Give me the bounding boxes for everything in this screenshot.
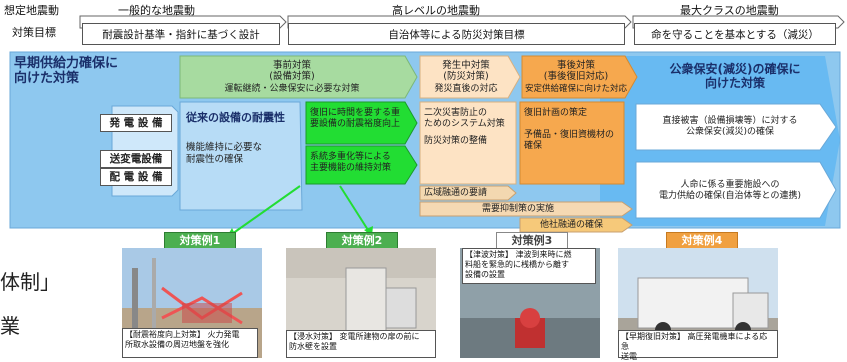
example-4-badge: 対策例4 [666,232,738,249]
example-4-caption: 【早期復旧対策】 高圧発電機車による応急 送電 [618,330,778,361]
example-1-photo [122,248,262,358]
example-2-caption: 【浸水対策】 変電所建物の扉の前に 防水壁を設置 [286,330,436,358]
header-label-goal: 対策目標 [12,26,56,39]
spare-parts-text: 予備品・復旧資機材の 確保 [524,130,615,151]
other-company-arrow [519,217,633,233]
goal-box-2-label: 自治体等による防災対策目標 [388,28,525,41]
header-max-class-motion: 最大クラスの地震動 [680,4,779,17]
goal-box-1: 耐震設計基準・指針に基づく設計 [82,23,280,45]
secondary-disaster-text: 二次災害防止の ためのシステム対策 [424,108,505,129]
goal-box-2: 自治体等による防災対策目標 [288,23,625,45]
header-general-motion: 一般的な地震動 [118,4,195,17]
example-1-photo-illustration [122,248,262,358]
example-1-badge: 対策例1 [164,232,236,249]
wide-area-text: 広域融通の要請 [424,188,488,198]
recovery-time-box [305,101,418,145]
right-panel-title: 公衆保安(減災)の確保に 向けた対策 [669,62,801,90]
conventional-box [179,101,303,211]
right-box-1-text: 直接被害（設備損壊等）に対する 公衆保安(減災)の確保 [662,116,798,137]
conventional-body: 機能維持に必要な 耐震性の確保 [186,142,263,165]
equipment-distribution: 配 電 設 備 [100,168,172,186]
recovery-time-text: 復旧に時間を要する重 要設備の耐震裕度向上 [310,108,401,129]
goal-box-3-label: 命を守ることを基本とする（減災） [651,28,819,41]
post-column-box [519,101,625,185]
phase-during-title: 発生中対策 (防災対策) [442,60,490,82]
phase-pre-arrow [179,55,418,99]
example-2-badge: 対策例2 [326,232,398,249]
phase-post-title: 事後対策 (事後復旧対応) [543,60,609,82]
header-label-assumed-motion: 想定地震動 [4,4,59,17]
connector-arrow-1 [231,185,301,235]
equipment-transmission-label: 送変電設備 [109,153,163,165]
phase-during-arrow [419,55,521,99]
conventional-title: 従来の設備の耐震性 [186,111,285,124]
phase-pre-sub: 運転継続・公衆保安に必要な対策 [224,84,360,94]
equipment-distribution-label: 配 電 設 備 [109,171,163,183]
other-company-text: 他社融通の確保 [540,220,604,230]
system-diversify-text: 系統多重化等による 主要機能の維持対策 [310,152,392,173]
goal-box-3: 命を守ることを基本とする（減災） [634,23,836,45]
disaster-system-text: 防災対策の整備 [424,136,488,146]
left-panel-title: 早期供給力確保に 向けた対策 [14,56,119,86]
recovery-plan-text: 復旧計画の策定 [524,108,588,118]
equipment-generation: 発 電 設 備 [100,114,172,132]
connector-arrow-2 [339,185,369,231]
phase-pre-title: 事前対策 (設備対策) [269,60,315,82]
wide-area-arrow [419,185,517,201]
right-box-1 [635,103,837,151]
demand-arrow [419,201,633,217]
during-column-box [419,101,517,185]
demand-text: 需要抑制策の実施 [482,204,555,214]
side-text-line2: 業 [0,314,20,338]
goal-box-1-label: 耐震設計基準・指針に基づく設計 [102,28,260,41]
right-box-2 [635,161,837,219]
phase-post-sub: 安定供給確保に向けた対応 [524,84,627,94]
example-1-caption: 【耐震裕度向上対策】 火力発電 所取水設備の周辺地盤を強化 [122,328,258,358]
header-high-level-motion: 高レベルの地震動 [392,4,480,17]
right-box-2-text: 人命に係る重要施設への 電力供給の確保(自治体等との連携) [659,180,801,201]
example-3-caption: 【津波対策】 津波到来時に燃 料船を緊急的に桟橋から離す 設備の設置 [462,248,596,284]
equipment-generation-label: 発 電 設 備 [109,117,163,129]
phase-post-arrow [521,55,638,99]
example-3-badge: 対策例3 [496,232,568,249]
system-diversify-box [305,145,418,185]
side-text-line1: 体制」 [0,270,60,294]
phase-during-sub: 発災直後の対応 [434,84,498,94]
equipment-transmission: 送変電設備 [100,150,172,168]
